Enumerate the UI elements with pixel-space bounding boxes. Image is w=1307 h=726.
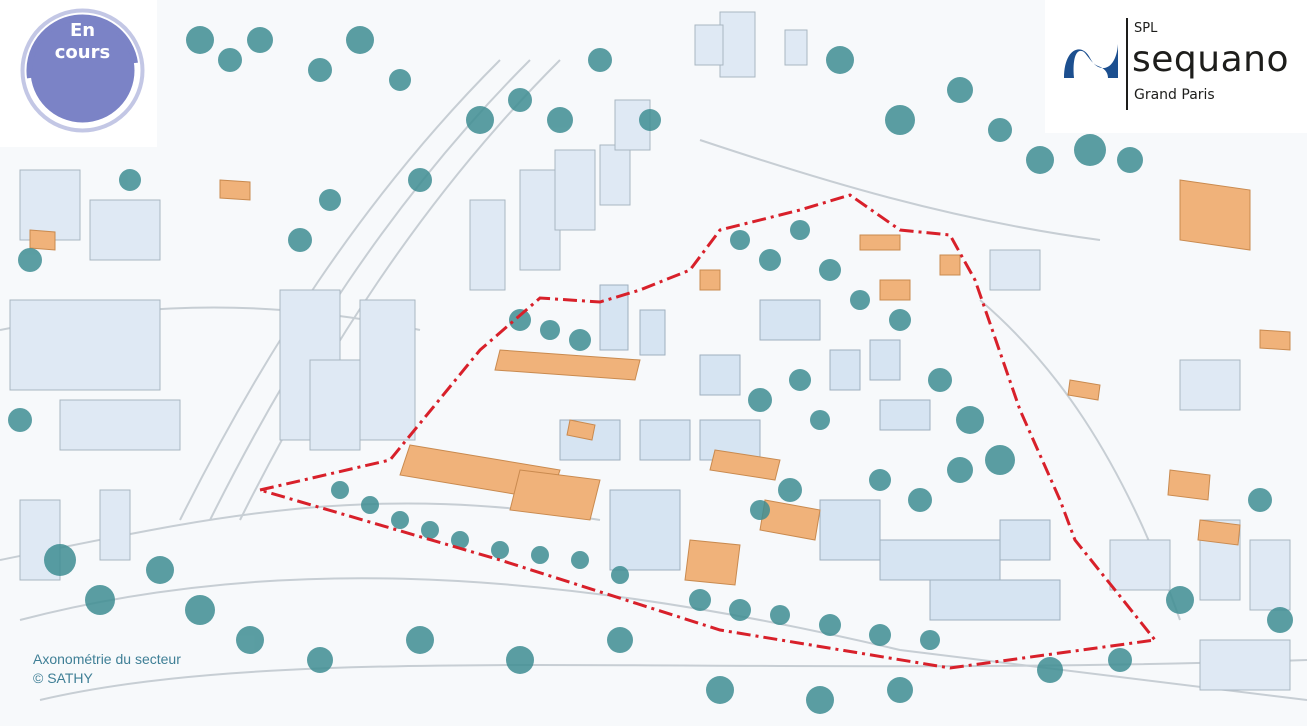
status-badge-line1: En bbox=[69, 20, 96, 41]
logo-name: sequano bbox=[1132, 39, 1289, 80]
surrounding-buildings bbox=[9, 11, 1291, 691]
trees bbox=[8, 26, 1293, 714]
status-badge-text: En cours bbox=[20, 20, 145, 64]
sector-perimeter bbox=[254, 193, 1158, 670]
status-badge-line2: cours bbox=[54, 42, 111, 63]
logo: SPL sequano Grand Paris bbox=[1045, 0, 1307, 133]
sequano-logo-icon bbox=[1064, 44, 1118, 78]
caption-line2: © SATHY bbox=[33, 670, 93, 686]
status-badge: En cours bbox=[0, 0, 157, 147]
logo-subtitle: Grand Paris bbox=[1134, 87, 1215, 103]
image-caption: Axonométrie du secteur © SATHY bbox=[33, 650, 181, 688]
logo-divider bbox=[1126, 18, 1128, 110]
logo-prefix: SPL bbox=[1134, 21, 1158, 36]
sector-buildings bbox=[559, 284, 1061, 621]
heritage-buildings bbox=[29, 179, 1291, 586]
progress-ring-icon bbox=[20, 8, 145, 133]
caption-line1: Axonométrie du secteur bbox=[33, 651, 181, 667]
